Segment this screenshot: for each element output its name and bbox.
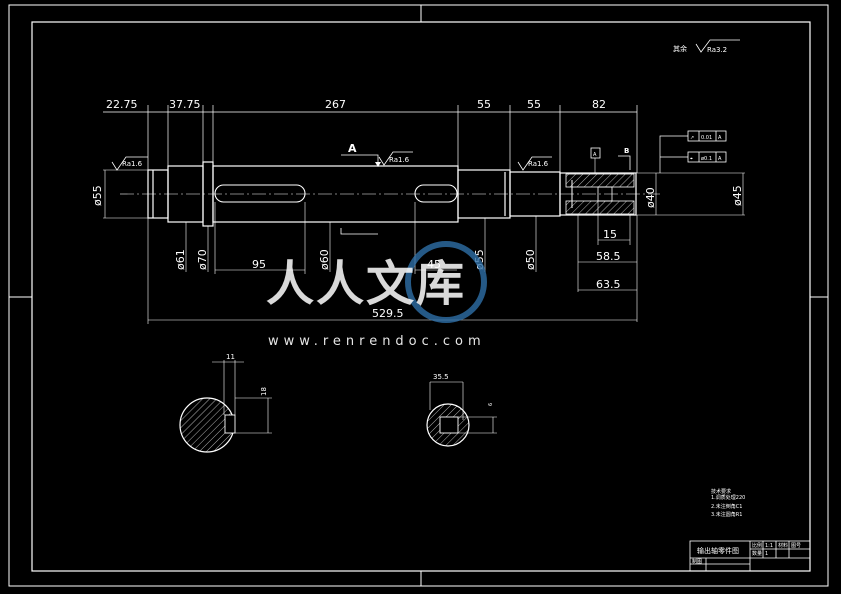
- dim-phi45: ø45: [731, 185, 744, 206]
- datum-box-a: A: [590, 147, 601, 173]
- svg-text:Ra1.6: Ra1.6: [528, 160, 549, 168]
- tb-cell-5: 图号: [791, 543, 801, 549]
- finish-label: 其余: [673, 44, 687, 53]
- dim-82: 82: [592, 98, 606, 111]
- dim-phi70: ø70: [196, 249, 209, 270]
- datum-b-mark: B: [618, 147, 631, 170]
- datum-a-mark: A: [341, 142, 381, 167]
- tolerance-position: ⌖ ø0.1 A: [687, 151, 727, 163]
- dim-phi55-left: ø55: [91, 185, 104, 206]
- dim-sec1-11: 11: [226, 353, 235, 361]
- tb-cell-3: 数量: [752, 550, 762, 557]
- watermark-url: www.renrendoc.com: [268, 334, 486, 349]
- tolerance-leader: [659, 135, 688, 173]
- tb-cell-2: 材料: [778, 542, 788, 549]
- bottom-diameter-lines: [185, 216, 537, 272]
- dim-63-5: 63.5: [596, 278, 621, 291]
- tb-cell-1: 1:1: [765, 543, 773, 549]
- end-section: [565, 173, 635, 215]
- tb-cell-4: 1: [765, 551, 768, 557]
- dim-37-75: 37.75: [169, 98, 201, 111]
- section-mark-a: [340, 228, 378, 235]
- dim-phi61: ø61: [174, 249, 187, 270]
- svg-text:⌖: ⌖: [690, 156, 693, 162]
- outer-frame: [8, 4, 829, 587]
- dim-sec2-6: 6: [488, 403, 494, 406]
- shaft-outline: [147, 161, 637, 227]
- note-3: 3.未注圆角R1: [711, 511, 742, 518]
- note-1: 1.调质处理220: [711, 494, 745, 501]
- general-finish: 其余 Ra3.2: [673, 39, 740, 54]
- svg-text:B: B: [624, 147, 629, 155]
- svg-text:A: A: [718, 135, 722, 141]
- svg-text:A: A: [348, 142, 357, 155]
- dim-95: 95: [252, 258, 266, 271]
- svg-text:ø0.1: ø0.1: [701, 156, 712, 162]
- note-2: 2.未注倒角C1: [711, 503, 742, 510]
- dim-55-a: 55: [477, 98, 491, 111]
- keyway-left: [214, 184, 306, 203]
- watermark: 人人文库 www.renrendoc.com: [266, 241, 487, 349]
- section-view-1: 11 18: [179, 353, 272, 453]
- dim-phi40: ø40: [644, 187, 657, 208]
- roughness-mid: Ra1.6: [378, 151, 413, 166]
- svg-text:Ra1.6: Ra1.6: [389, 156, 410, 164]
- dim-phi50: ø50: [524, 249, 537, 270]
- title-name: 输出轴零件图: [697, 546, 739, 555]
- keyway-right: [414, 184, 458, 203]
- dim-45: 45: [427, 258, 441, 271]
- title-block: [689, 540, 811, 572]
- finish-value: Ra3.2: [707, 46, 727, 54]
- roughness-right: Ra1.6: [517, 156, 552, 171]
- dim-15: 15: [603, 228, 617, 241]
- technical-notes: 技术要求 1.调质处理220 2.未注倒角C1 3.未注圆角R1: [711, 488, 745, 518]
- svg-text:A: A: [718, 156, 722, 162]
- dim-sec2-35-5: 35.5: [433, 373, 449, 381]
- svg-text:Ra1.6: Ra1.6: [122, 160, 143, 168]
- dim-22-75: 22.75: [106, 98, 138, 111]
- section-view-2: 35.5 6: [426, 373, 497, 447]
- tb-drafter: 制图: [692, 558, 702, 565]
- notes-title: 技术要求: [711, 488, 731, 495]
- dim-267: 267: [325, 98, 346, 111]
- dim-phi60: ø60: [318, 249, 331, 270]
- dim-55-b: 55: [527, 98, 541, 111]
- tolerance-runout: ↗ 0.01 A: [687, 130, 727, 142]
- svg-text:↗: ↗: [690, 135, 694, 141]
- dim-529-5: 529.5: [372, 307, 404, 320]
- svg-text:A: A: [593, 152, 597, 158]
- top-dimension-lines: [103, 105, 638, 173]
- watermark-text: 人人文库: [266, 256, 466, 312]
- tb-cell-0: 比例: [752, 542, 762, 549]
- roughness-left: Ra1.6: [111, 156, 148, 171]
- svg-text:0.01: 0.01: [701, 135, 712, 141]
- dim-58-5: 58.5: [596, 250, 621, 263]
- dim-sec1-18: 18: [260, 387, 268, 396]
